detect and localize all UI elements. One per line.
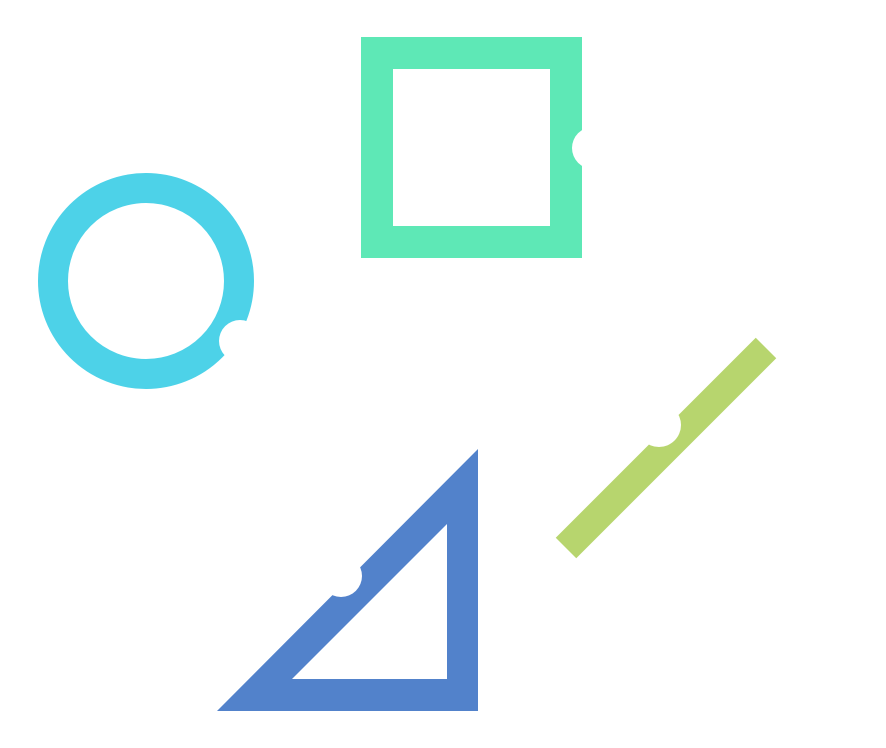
blue-triangle [217, 449, 478, 711]
lime-line [555, 337, 777, 559]
ring-outline [38, 173, 254, 389]
triangle-outline [217, 449, 478, 711]
line-stroke [555, 337, 777, 559]
green-square [361, 37, 582, 258]
cyan-ring [38, 173, 254, 389]
square-outline [361, 37, 582, 258]
